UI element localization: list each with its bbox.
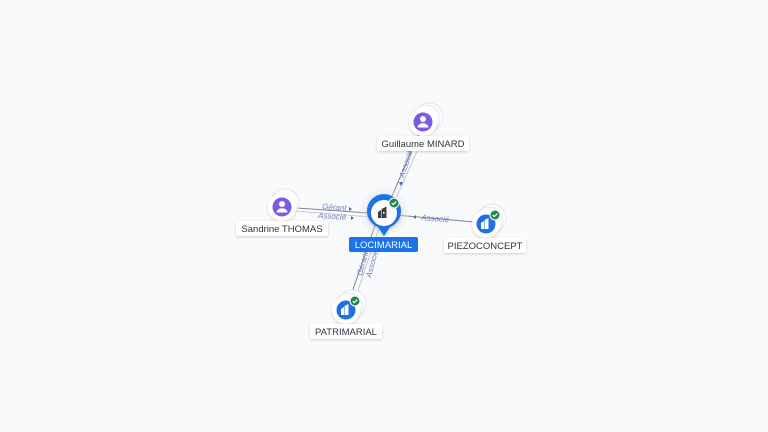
node-label-box	[310, 324, 382, 339]
center-label: LOCIMARIAL	[355, 240, 413, 251]
edge-label: Associé	[397, 149, 415, 180]
node-label: PATRIMARIAL	[315, 327, 377, 338]
node-label: PIEZOCONCEPT	[448, 241, 523, 252]
node-locimarial-center[interactable]: LOCIMARIAL	[349, 188, 418, 252]
person-icon	[272, 197, 292, 217]
building-icon	[336, 300, 356, 320]
node-label: Guillaume MINARD	[382, 139, 465, 150]
node-sandrine-thomas[interactable]: Sandrine THOMAS	[236, 188, 328, 236]
edge-label: Associé	[317, 211, 347, 222]
check-icon	[349, 295, 361, 307]
check-icon	[489, 209, 501, 221]
node-label: Sandrine THOMAS	[241, 224, 322, 235]
arrow-icon	[349, 207, 352, 211]
person-icon	[413, 112, 433, 132]
arrow-icon	[399, 182, 403, 186]
node-label-box	[236, 221, 328, 236]
arrow-icon	[351, 216, 354, 220]
node-patrimarial[interactable]: PATRIMARIAL	[310, 289, 382, 339]
building-icon	[378, 206, 387, 218]
edge-label: Associé	[420, 213, 450, 225]
building-icon	[476, 214, 496, 234]
check-icon	[388, 197, 400, 209]
node-label-box	[444, 238, 526, 253]
arrow-icon	[413, 215, 416, 219]
edge-label: Gérant	[322, 202, 348, 213]
center-label-box	[349, 237, 418, 252]
node-piezoconcept[interactable]: PIEZOCONCEPT	[444, 203, 526, 253]
node-label-box	[377, 136, 469, 151]
node-guillaume-minard[interactable]: Guillaume MINARD	[377, 102, 469, 151]
